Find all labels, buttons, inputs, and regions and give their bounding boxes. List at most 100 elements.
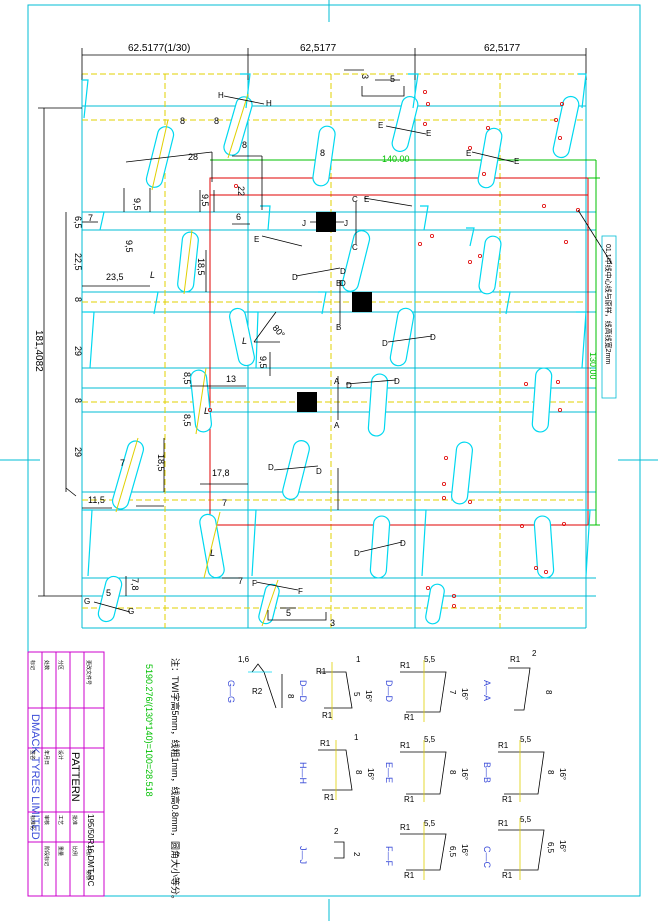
- left-dim-8b: 8: [73, 398, 83, 403]
- sec-e-2: E: [426, 129, 431, 138]
- sec-e-4: E: [514, 157, 519, 166]
- angle-arc: [253, 311, 277, 343]
- sec-b-8: 8: [546, 770, 555, 775]
- sec-f-r1: R1: [400, 823, 411, 832]
- dim-7b: 7: [120, 458, 125, 468]
- section-label-d1: D—D: [298, 680, 308, 702]
- sec-d-4: D: [382, 339, 388, 348]
- annotation-vertical: 01.1中线中心线与原样，线高线宽2mm: [604, 244, 613, 364]
- tb-label-7: 标准化: [29, 815, 36, 830]
- drawing-number: 195/50R16 DMT-RC: [86, 814, 95, 887]
- dim-7a: 7: [88, 213, 93, 223]
- dim-11-5: 11,5: [88, 495, 105, 505]
- tb-label-14: 共张: [85, 846, 92, 856]
- sec-d1-r1b: R1: [322, 711, 333, 720]
- sec-e-55: 5,5: [424, 735, 436, 744]
- dim-7-8: 7,8: [130, 578, 140, 591]
- sec-c-1: C: [352, 195, 358, 204]
- sec-e-8: 8: [448, 770, 457, 775]
- dim-7d: 7: [238, 576, 243, 586]
- sec-c-65: 6,5: [546, 842, 555, 854]
- dim-5-top: 5: [390, 74, 395, 84]
- sec-e-3: E: [466, 149, 471, 158]
- dim-8c: 8: [242, 140, 247, 150]
- sec-d-11: D: [400, 539, 406, 548]
- sec-c-r1b: R1: [502, 871, 513, 880]
- dim-18-5a: 18,5: [196, 258, 206, 276]
- top-dim-2: 62,5177: [300, 43, 337, 54]
- sec-h-1: 1: [354, 733, 359, 742]
- sec-h-2: H: [266, 99, 272, 108]
- dimension-leaders: [65, 69, 400, 609]
- sec-g-dim-8: 8: [286, 694, 295, 699]
- dim-9-5b: 9,5: [200, 194, 210, 207]
- sec-g-dim-r2: R2: [252, 687, 263, 696]
- dim-18-5b: 18,5: [156, 454, 166, 472]
- sec-b-1: B: [336, 279, 341, 288]
- top-dimension-line: [81, 48, 587, 80]
- top-dim-3: 62,5177: [484, 43, 521, 54]
- sec-e-6: E: [254, 235, 259, 244]
- pattern-grid: [81, 74, 587, 629]
- pitch-letter-3: L: [204, 406, 209, 416]
- sec-d-3: D: [340, 279, 346, 288]
- sec-d1-1: 1: [356, 655, 361, 664]
- section-label-j: J—J: [298, 846, 308, 864]
- sec-d1-16: 16°: [364, 690, 373, 702]
- sec-d-5: D: [430, 333, 436, 342]
- section-details: [248, 660, 545, 880]
- sec-c-r1: R1: [498, 819, 509, 828]
- section-label-b: B—B: [482, 762, 492, 783]
- dim-28: 28: [188, 152, 198, 162]
- section-label-e: E—E: [384, 762, 394, 783]
- tb-label-3: 更改文件号: [85, 660, 92, 685]
- annotation-leader: [577, 209, 613, 265]
- sec-d2-7: 7: [448, 690, 457, 695]
- sec-f-16: 16°: [460, 844, 469, 856]
- title-block: [27, 651, 105, 897]
- sec-j-1: J: [302, 219, 306, 228]
- sec-e-r1: R1: [400, 741, 411, 750]
- sec-g-2: G: [128, 607, 134, 616]
- section-label-a: A—A: [482, 680, 492, 701]
- sec-j-2a: 2: [334, 827, 339, 836]
- sec-b-r1: R1: [498, 741, 509, 750]
- sec-a-8: 8: [544, 690, 553, 695]
- tread-slots: [97, 95, 580, 625]
- sec-h-8: 8: [354, 770, 363, 775]
- dim-5b: 5: [286, 608, 291, 618]
- sec-d2-r1: R1: [400, 661, 411, 670]
- dim-23-5: 23,5: [106, 272, 124, 282]
- tb-label-10: 批准: [71, 815, 78, 825]
- block-b: [352, 292, 372, 312]
- guide-lines: [82, 73, 586, 628]
- pitch-letter-2: L: [242, 336, 247, 346]
- dim-8-slot: 8: [320, 148, 325, 158]
- sec-g-dim-1: 1,6: [238, 655, 250, 664]
- dim-8-5b: 8,5: [182, 414, 192, 427]
- drawing-title: PATTERN: [69, 752, 81, 802]
- dim-80: 80°: [270, 323, 287, 340]
- top-dim-1: 62.5177(1/30): [128, 43, 190, 54]
- dim-13: 13: [226, 374, 236, 384]
- tb-label-13: 比例: [71, 846, 78, 856]
- green-dimensions: [210, 159, 600, 526]
- sec-b-r1b: R1: [502, 795, 513, 804]
- dim-9-5a: 9,5: [132, 198, 142, 211]
- section-label-g: G—G: [226, 680, 236, 703]
- tread-outline: [209, 177, 589, 526]
- sec-b-55: 5,5: [520, 735, 532, 744]
- annotation-box: [601, 235, 617, 399]
- sec-d-2: D: [340, 267, 346, 276]
- left-dimension-line: [38, 107, 82, 597]
- sec-c-55: 5,5: [520, 815, 532, 824]
- sec-a-1: A: [334, 377, 340, 386]
- sec-d-1: D: [292, 273, 298, 282]
- pitch-letter-1: L: [150, 270, 155, 280]
- green-height-label: 130.00: [588, 352, 598, 380]
- tb-label-2: 分区: [57, 660, 64, 670]
- sec-f-1: F: [252, 579, 257, 588]
- sec-a-2: A: [334, 421, 340, 430]
- sec-h-1: H: [218, 91, 224, 100]
